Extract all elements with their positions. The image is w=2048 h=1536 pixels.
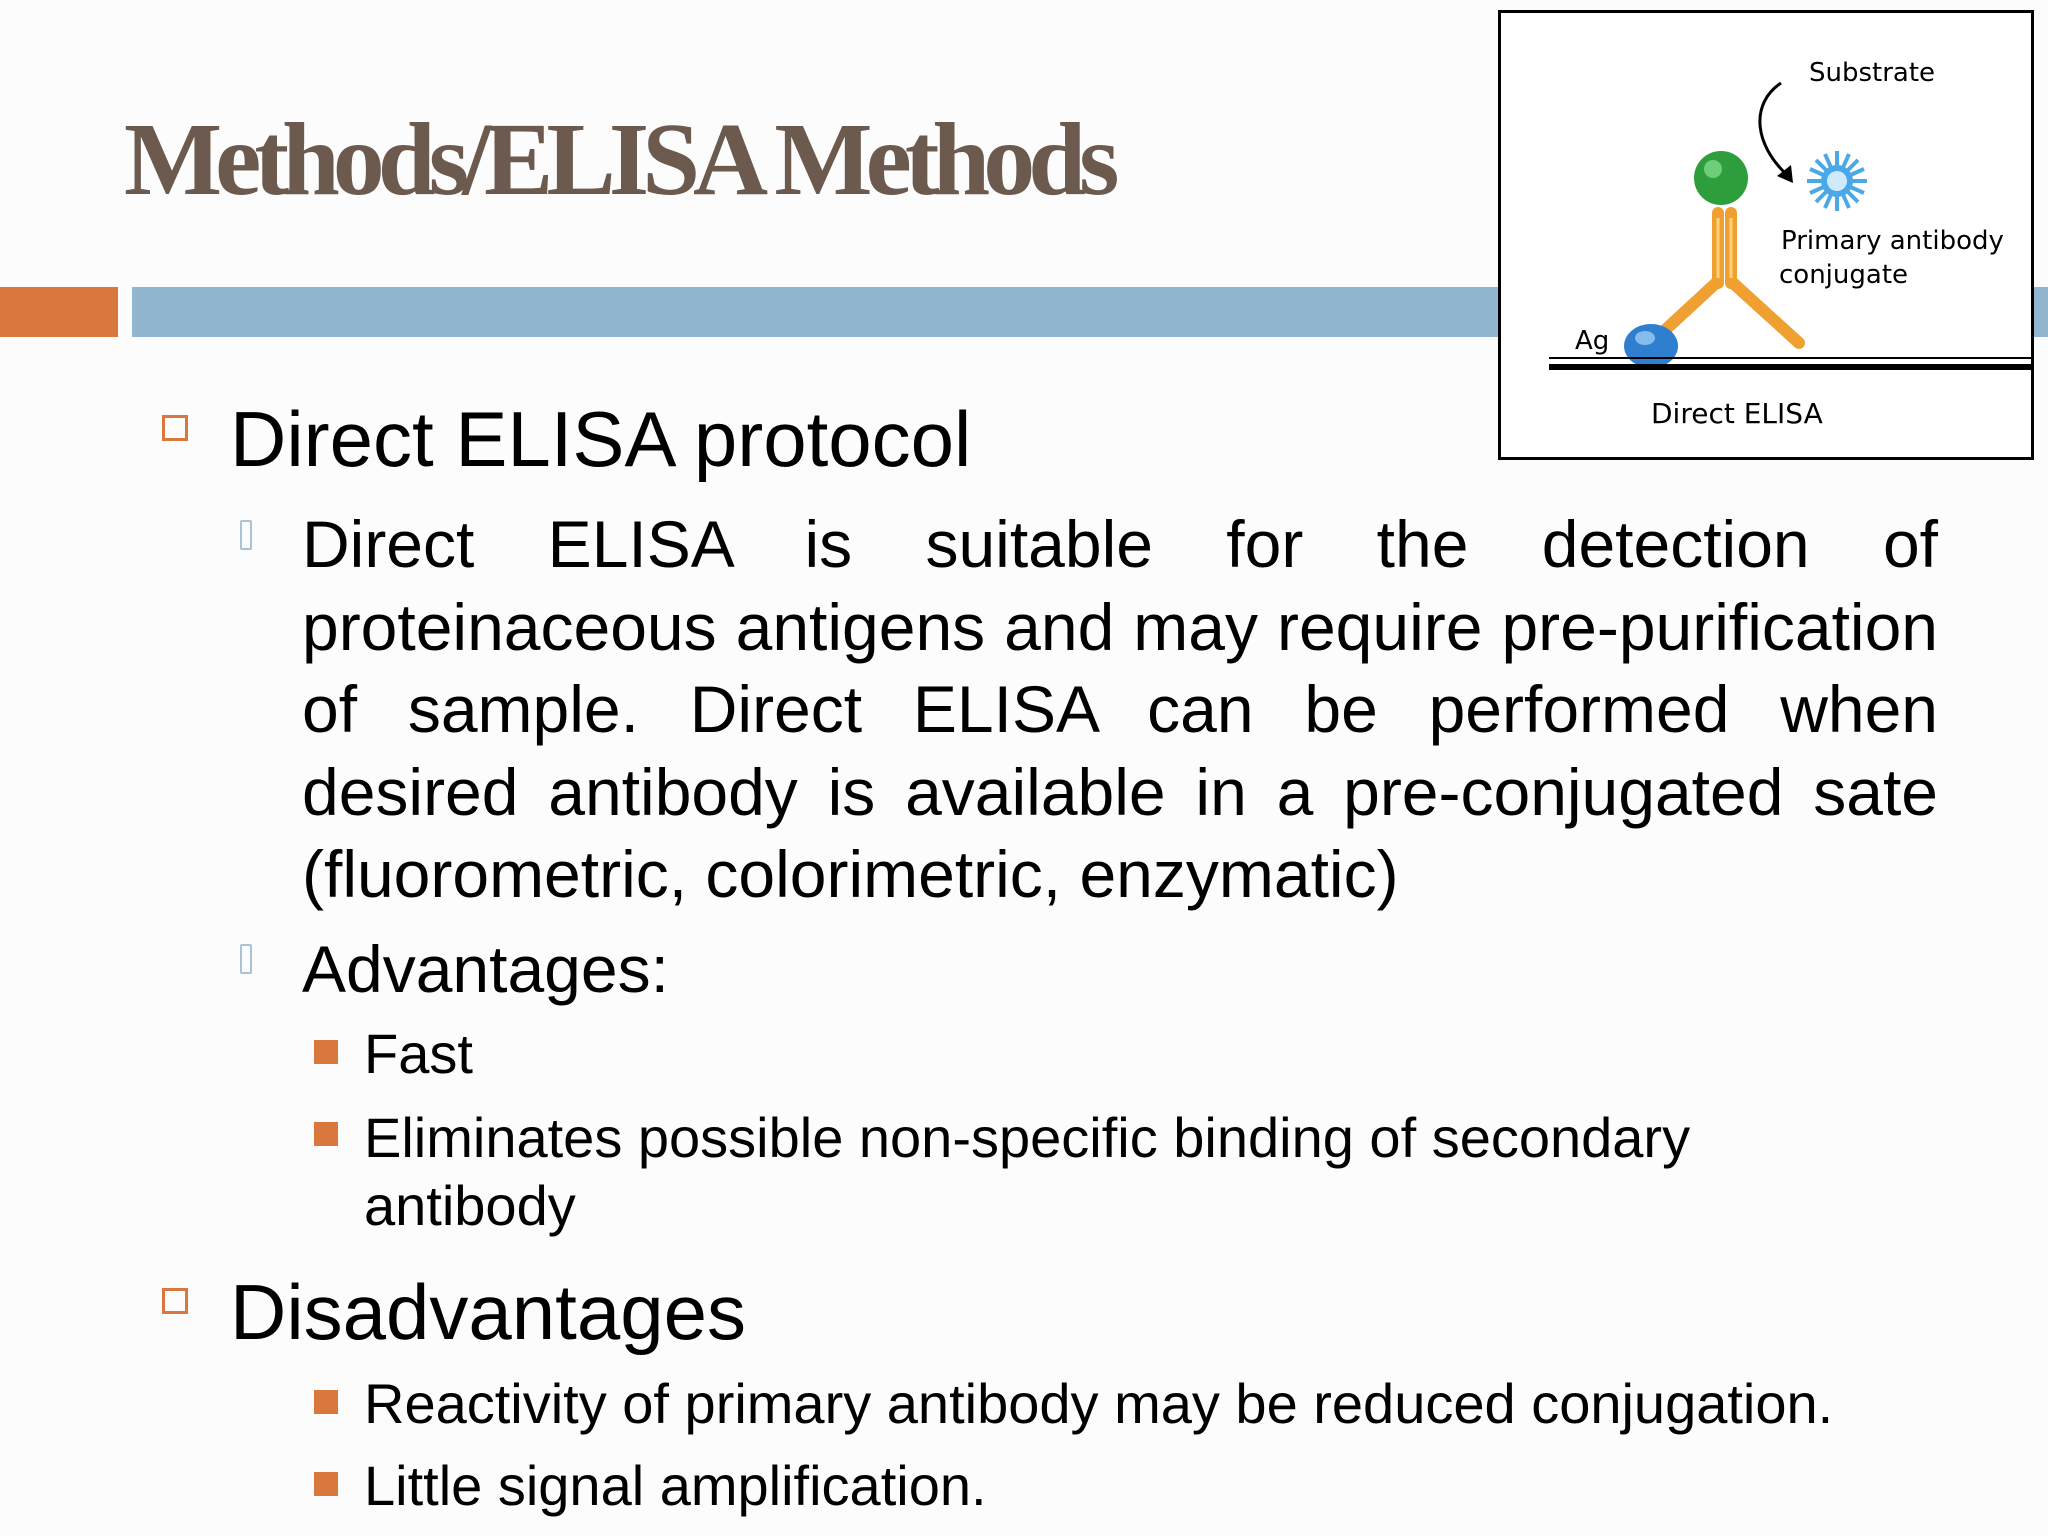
hollow-square-bullet	[162, 415, 188, 441]
conjugate-label: conjugate	[1779, 260, 1908, 290]
section-heading-disadvantages: Disadvantages	[230, 1268, 746, 1356]
direct-elisa-description: Direct ELISA is suitable for the detecti…	[302, 507, 1938, 911]
filled-square-bullet	[314, 1122, 338, 1146]
advantage-item: Fast	[364, 1022, 473, 1085]
antigen-label: Ag	[1575, 326, 1609, 356]
diagram-canvas: Substrate Primary antibody conjugate Ag …	[1549, 58, 2031, 430]
sub-bullet-marker	[240, 520, 252, 550]
disadvantage-item: Little signal amplification.	[364, 1454, 987, 1517]
primary-antibody-icon	[1645, 207, 1805, 349]
enzyme-conjugate-icon	[1694, 151, 1748, 205]
reaction-arrow	[1758, 81, 1789, 177]
sub-bullet-marker	[240, 944, 252, 974]
substrate-label: Substrate	[1809, 58, 1935, 88]
diagram-caption: Direct ELISA	[1651, 397, 1823, 430]
title-accent-bar	[0, 287, 118, 337]
slide-title: Methods/ELISA Methods	[124, 102, 1120, 217]
direct-elisa-diagram: Substrate Primary antibody conjugate Ag …	[1498, 10, 2034, 460]
section-heading-direct-elisa: Direct ELISA protocol	[230, 395, 972, 483]
substrate-icon	[1807, 151, 1867, 211]
advantages-heading: Advantages:	[302, 932, 669, 1006]
antigen-icon	[1624, 324, 1678, 368]
advantage-item: Eliminates possible non-specific binding…	[364, 1106, 1691, 1237]
hollow-square-bullet	[162, 1288, 188, 1314]
primary-antibody-label: Primary antibody	[1781, 226, 2004, 256]
disadvantage-item: Reactivity of primary antibody may be re…	[364, 1372, 1834, 1435]
filled-square-bullet	[314, 1472, 338, 1496]
filled-square-bullet	[314, 1040, 338, 1064]
reaction-arrow-head	[1777, 165, 1793, 183]
filled-square-bullet	[314, 1390, 338, 1414]
